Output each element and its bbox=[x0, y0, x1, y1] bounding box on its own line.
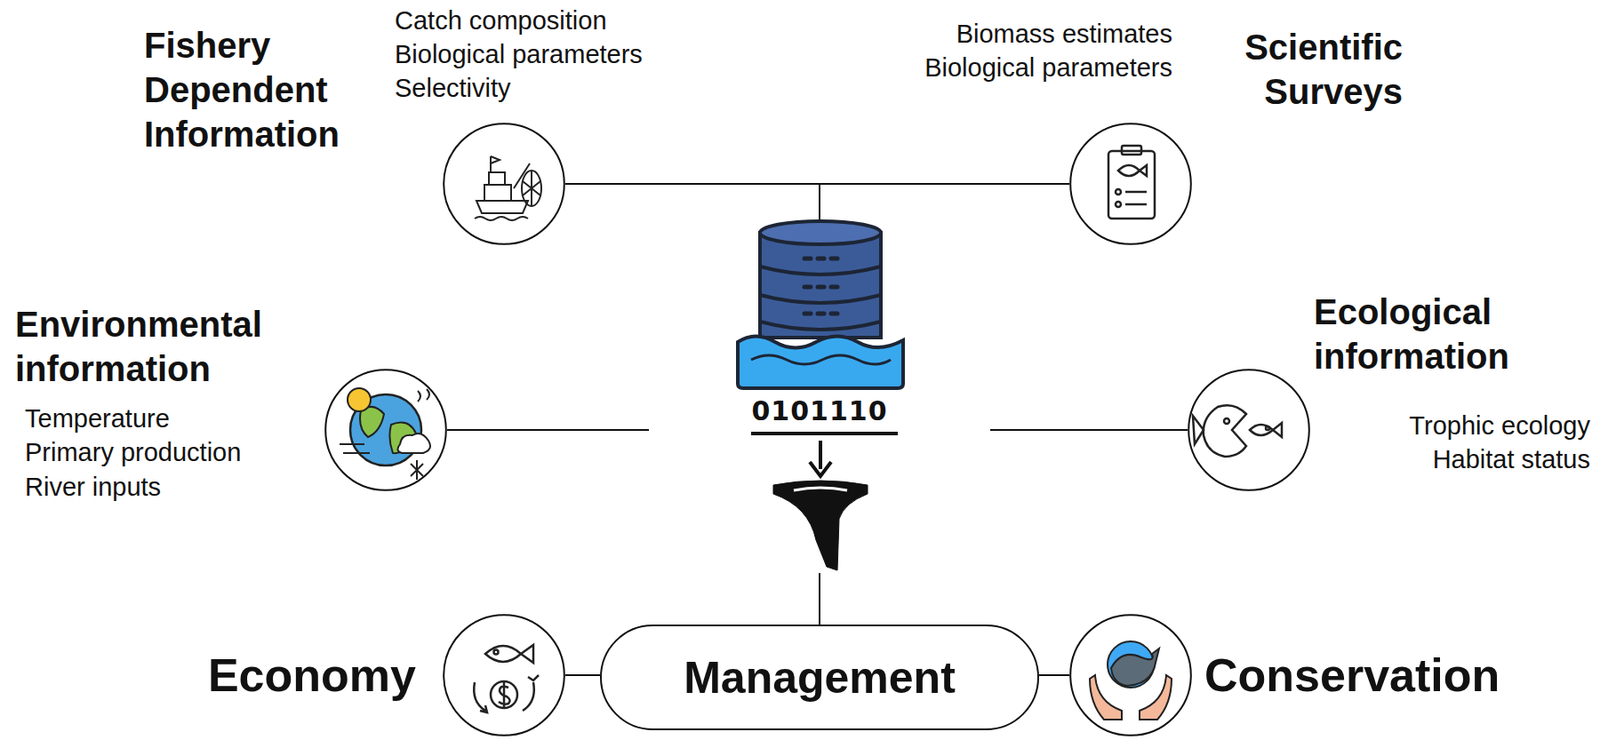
conservation-icon bbox=[1089, 641, 1172, 720]
management-box: Management bbox=[600, 624, 1040, 731]
item-text: Selectivity bbox=[394, 72, 512, 104]
conservation-node: Conservation bbox=[1069, 614, 1192, 737]
connector-line bbox=[565, 184, 820, 220]
fishery-node: Fishery Dependent InformationCatch compo… bbox=[442, 122, 566, 246]
circle-outline bbox=[324, 368, 448, 492]
node-heading: Fishery Dependent Information bbox=[144, 23, 377, 157]
item-text: Biological parameters bbox=[924, 51, 1173, 84]
item-text: Temperature bbox=[24, 402, 170, 435]
boat-icon bbox=[474, 156, 542, 221]
connector-line bbox=[819, 184, 1070, 220]
item-text: River inputs bbox=[24, 471, 161, 504]
circle-outline bbox=[1069, 122, 1192, 246]
ecology-node: Ecological informationTrophic ecologyHab… bbox=[1187, 368, 1311, 492]
fish-icon bbox=[1192, 405, 1282, 457]
economy-icon bbox=[473, 645, 539, 713]
connector-line bbox=[1039, 675, 1070, 677]
environment-node: Environmental informationTemperaturePrim… bbox=[324, 368, 448, 492]
node-heading: Environmental information bbox=[15, 302, 327, 392]
node-heading: Conservation bbox=[1204, 648, 1500, 703]
database-node: 0101110 bbox=[648, 219, 991, 574]
connector-line bbox=[447, 430, 649, 432]
item-text: Biomass estimates bbox=[956, 17, 1173, 50]
funnel-icon bbox=[773, 440, 868, 571]
item-text: Primary production bbox=[24, 436, 241, 469]
item-text: Habitat status bbox=[1432, 443, 1591, 476]
box-label: Management bbox=[683, 651, 956, 705]
clipboard-icon bbox=[1108, 145, 1155, 219]
node-heading: Scientific Surveys bbox=[1189, 24, 1403, 114]
item-text: Biological parameters bbox=[394, 38, 643, 71]
node-heading: Economy bbox=[208, 648, 416, 703]
circle-outline bbox=[442, 614, 566, 737]
circle-outline bbox=[442, 122, 566, 246]
item-text: Catch composition bbox=[394, 4, 608, 37]
survey-node: Scientific SurveysBiomass estimatesBiolo… bbox=[1069, 122, 1192, 246]
connector-line bbox=[565, 675, 600, 677]
binary-code: 0101110 bbox=[648, 395, 991, 428]
circle-outline bbox=[1187, 368, 1311, 492]
underline bbox=[751, 432, 898, 436]
node-heading: Ecological information bbox=[1313, 289, 1581, 379]
circle-outline bbox=[1069, 614, 1192, 737]
item-text: Trophic ecology bbox=[1408, 409, 1591, 442]
climate-icon bbox=[339, 388, 431, 480]
connector-line bbox=[819, 573, 821, 625]
economy-node: Economy bbox=[442, 614, 566, 737]
database-icon bbox=[737, 221, 904, 389]
connector-line bbox=[990, 430, 1188, 432]
